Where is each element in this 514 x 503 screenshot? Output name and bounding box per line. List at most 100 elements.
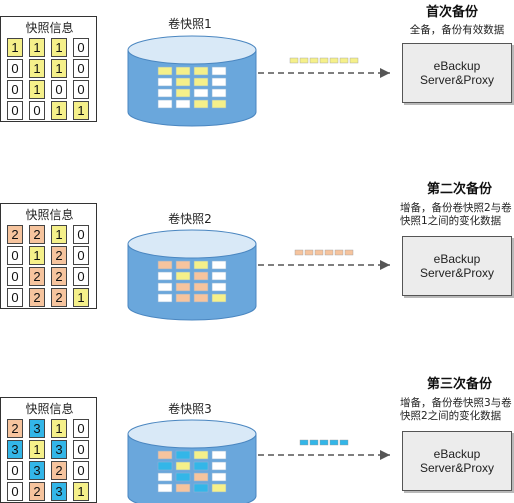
volume-block bbox=[193, 77, 209, 87]
volume-block bbox=[157, 483, 173, 493]
grid-cell: 1 bbox=[51, 225, 67, 244]
volume-cylinder bbox=[127, 229, 257, 321]
description-line: 增备，备份卷快照3与卷 bbox=[400, 397, 512, 409]
volume-cylinder bbox=[127, 35, 257, 127]
volume-snapshot-label: 卷快照2 bbox=[168, 212, 212, 226]
data-packet bbox=[299, 57, 309, 64]
data-packet bbox=[319, 439, 329, 446]
grid-cell: 1 bbox=[29, 80, 45, 99]
grid-cell: 1 bbox=[29, 440, 45, 459]
volume-block bbox=[175, 260, 191, 270]
cylinder-top bbox=[127, 35, 257, 65]
backup-heading: 第三次备份 bbox=[426, 377, 492, 392]
grid-cell: 0 bbox=[29, 101, 45, 120]
grid-cell: 2 bbox=[29, 482, 45, 501]
grid-cell: 0 bbox=[73, 440, 89, 459]
volume-cylinder bbox=[127, 419, 257, 503]
grid-cell: 0 bbox=[73, 267, 89, 286]
server-name-line-1: eBackup bbox=[433, 252, 481, 266]
grid-cell: 0 bbox=[73, 38, 89, 57]
backup-description: 增备，备份卷快照2与卷 快照1之间的变化数据 bbox=[400, 202, 514, 228]
server-name-line-1: eBackup bbox=[433, 59, 481, 73]
volume-block bbox=[157, 271, 173, 281]
arrow-head bbox=[380, 450, 390, 460]
volume-block bbox=[193, 260, 209, 270]
volume-block bbox=[175, 99, 191, 109]
data-packet bbox=[319, 57, 329, 64]
grid-cell: 3 bbox=[29, 461, 45, 480]
description-line: 全备，备份有效数据 bbox=[409, 24, 505, 36]
volume-block bbox=[175, 293, 191, 303]
grid-cell: 1 bbox=[51, 59, 67, 78]
data-packet bbox=[314, 249, 324, 256]
volume-block bbox=[211, 99, 227, 109]
grid-cell: 0 bbox=[7, 288, 23, 307]
data-packet bbox=[309, 439, 319, 446]
volume-block bbox=[157, 282, 173, 292]
grid-cell: 0 bbox=[73, 225, 89, 244]
backup-description: 全备，备份有效数据 bbox=[400, 24, 514, 37]
backup-heading: 第二次备份 bbox=[426, 182, 492, 197]
volume-block bbox=[175, 271, 191, 281]
grid-cell: 2 bbox=[7, 225, 23, 244]
cylinder-top bbox=[127, 419, 257, 449]
grid-cell: 0 bbox=[73, 80, 89, 99]
grid-cell: 1 bbox=[29, 59, 45, 78]
grid-cell: 2 bbox=[51, 461, 67, 480]
volume-block bbox=[175, 483, 191, 493]
data-packet bbox=[339, 439, 349, 446]
data-packet bbox=[299, 439, 309, 446]
volume-block bbox=[175, 472, 191, 482]
volume-block bbox=[175, 450, 191, 460]
data-packet bbox=[329, 439, 339, 446]
data-packet bbox=[329, 57, 339, 64]
grid-cell: 2 bbox=[7, 419, 23, 438]
data-packet bbox=[324, 249, 334, 256]
volume-block bbox=[157, 99, 173, 109]
description-line: 快照2之间的变化数据 bbox=[400, 410, 502, 422]
volume-block bbox=[175, 88, 191, 98]
volume-snapshot-label: 卷快照1 bbox=[168, 17, 212, 31]
volume-block bbox=[211, 77, 227, 87]
volume-block bbox=[193, 66, 209, 76]
server-name-line-2: Server&Proxy bbox=[419, 266, 495, 280]
description-line: 增备，备份卷快照2与卷 bbox=[400, 202, 512, 214]
arrow-head bbox=[380, 260, 390, 270]
volume-block bbox=[211, 483, 227, 493]
data-packet bbox=[344, 249, 354, 256]
grid-cell: 0 bbox=[7, 101, 23, 120]
grid-cell: 0 bbox=[7, 482, 23, 501]
transfer-arrow bbox=[258, 249, 390, 270]
volume-block bbox=[157, 450, 173, 460]
volume-block bbox=[193, 271, 209, 281]
volume-block bbox=[193, 88, 209, 98]
grid-cell: 2 bbox=[29, 225, 45, 244]
volume-block bbox=[157, 461, 173, 471]
grid-cell: 0 bbox=[73, 461, 89, 480]
description-line: 快照1之间的变化数据 bbox=[400, 215, 502, 227]
volume-block bbox=[193, 293, 209, 303]
volume-block bbox=[175, 461, 191, 471]
grid-cell: 1 bbox=[73, 482, 89, 501]
data-packet bbox=[309, 57, 319, 64]
volume-block bbox=[211, 293, 227, 303]
volume-block bbox=[175, 66, 191, 76]
volume-block bbox=[157, 260, 173, 270]
snapshot-info-title: 快照信息 bbox=[25, 21, 74, 35]
volume-block bbox=[175, 77, 191, 87]
grid-cell: 0 bbox=[7, 80, 23, 99]
grid-cell: 0 bbox=[73, 246, 89, 265]
volume-block bbox=[157, 293, 173, 303]
grid-cell: 0 bbox=[73, 59, 89, 78]
grid-cell: 2 bbox=[51, 267, 67, 286]
snapshot-info-title: 快照信息 bbox=[25, 402, 74, 416]
grid-cell: 0 bbox=[7, 267, 23, 286]
volume-block bbox=[193, 461, 209, 471]
grid-cell: 3 bbox=[7, 440, 23, 459]
grid-cell: 1 bbox=[73, 288, 89, 307]
